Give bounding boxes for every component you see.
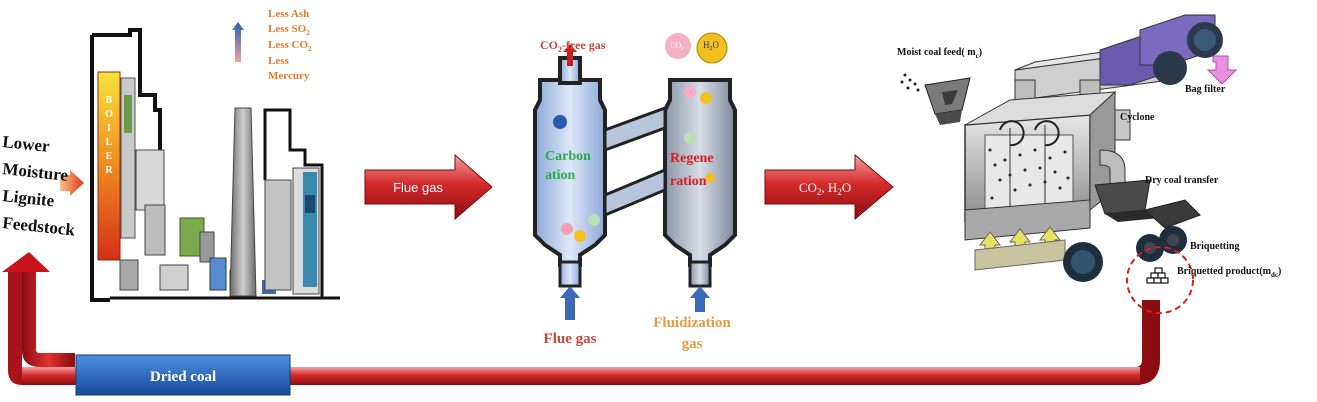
feed-label-line1: Lower bbox=[2, 132, 51, 156]
briquetting-label: Briquetting bbox=[1190, 241, 1239, 252]
h2o-bubble-label: H2O bbox=[703, 40, 720, 52]
flue-gas-inlet-label: Flue gas bbox=[544, 331, 597, 347]
boiler-label-e: E bbox=[106, 151, 113, 162]
boiler-label-l: L bbox=[106, 137, 113, 148]
power-plant-illustration bbox=[90, 22, 340, 302]
moist-coal-feed-label: Moist coal feed( mc) bbox=[897, 47, 982, 60]
boiler-label-o: O bbox=[105, 109, 113, 120]
feed-arrow bbox=[60, 170, 84, 196]
regeneration-label-2: ration bbox=[670, 174, 707, 189]
benefit-less-so2: Less SO2 bbox=[268, 23, 310, 37]
boiler-label-i: I bbox=[107, 123, 111, 134]
dry-coal-transfer-label: Dry coal transfer bbox=[1145, 175, 1219, 186]
benefit-mercury: Mercury bbox=[268, 70, 310, 82]
fluidization-gas-label-2: gas bbox=[682, 336, 703, 352]
feed-label-line4: Feedstock bbox=[2, 213, 77, 240]
co2-bubble-label: CO2 bbox=[670, 41, 684, 52]
boiler-label-r: R bbox=[105, 165, 113, 176]
dried-coal-label: Dried coal bbox=[150, 369, 216, 385]
co2-h2o-arrow-label: CO2, H2O bbox=[799, 180, 851, 197]
benefit-less-ash: Less Ash bbox=[268, 8, 309, 20]
co2-h2o-arrow bbox=[764, 153, 894, 221]
bag-filter-label: Bag filter bbox=[1185, 84, 1226, 95]
carbonation-label-1: Carbon bbox=[545, 149, 591, 164]
benefit-less: Less bbox=[268, 55, 290, 67]
recycle-arrow bbox=[2, 252, 1160, 385]
co2-free-gas-label: CO2-free gas bbox=[540, 38, 606, 54]
calcium-looping-reactor bbox=[533, 32, 737, 320]
fluidization-gas-label-1: Fluidization bbox=[653, 315, 731, 331]
boiler-label-b: B bbox=[106, 95, 113, 106]
flue-gas-arrow bbox=[364, 153, 493, 221]
feed-label-line2: Moisture bbox=[2, 159, 70, 185]
dried-coal-box bbox=[75, 354, 291, 396]
cyclone-label: Cyclone bbox=[1120, 112, 1155, 123]
benefit-less-co2: Less CO2 bbox=[268, 39, 312, 53]
briquetted-product-label: Briquetted product(mdc) bbox=[1177, 266, 1281, 279]
flue-gas-arrow-label: Flue gas bbox=[393, 180, 443, 195]
regeneration-label-1: Regene bbox=[670, 151, 714, 166]
feed-label-line3: Lignite bbox=[2, 186, 56, 210]
coal-dryer-system bbox=[900, 14, 1238, 314]
carbonation-label-2: ation bbox=[545, 168, 576, 183]
